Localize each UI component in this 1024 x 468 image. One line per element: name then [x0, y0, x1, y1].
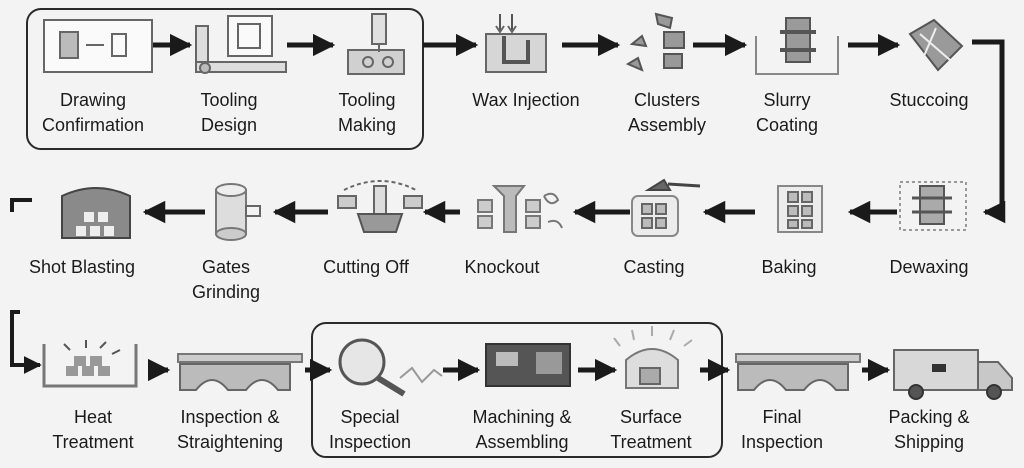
step-label-line: Machining & [472, 407, 572, 427]
step-label-4: Wax Injection [460, 88, 592, 113]
step-label-line: Tooling [338, 90, 396, 110]
step-label-18: Machining & Assembling [456, 405, 588, 455]
step-label-line: Stuccoing [889, 90, 969, 110]
arrow-14-15 [10, 310, 42, 374]
step-label-line: Clusters [633, 90, 700, 110]
step-label-line: Treatment [610, 432, 692, 452]
step-label-line: Final [762, 407, 802, 427]
furnace-icon [42, 340, 138, 388]
step-label-line: Slurry [763, 90, 811, 110]
step-label-11: Knockout [436, 255, 568, 280]
cluster-icon [625, 12, 685, 72]
step-label-line: Treatment [52, 432, 134, 452]
finishing-group-frame [311, 322, 723, 458]
step-label-line: Dewaxing [889, 257, 969, 277]
flow-arrows [10, 33, 1006, 382]
step-label-line: Gates [201, 257, 251, 277]
step-label-9: Baking [723, 255, 855, 280]
step-label-line: Cutting Off [323, 257, 409, 277]
polish-icon [613, 326, 693, 389]
truck-icon [893, 349, 1013, 400]
step-label-line: Assembling [475, 432, 569, 452]
step-label-line: Inspection & [180, 407, 280, 427]
step-label-line: Baking [761, 257, 817, 277]
step-label-line: Casting [623, 257, 685, 277]
step-label-line: Wax Injection [472, 90, 580, 110]
step-label-16: Inspection & Straightening [164, 405, 296, 455]
arrow-7-8-stub [10, 198, 32, 212]
injection-icon [485, 14, 547, 73]
step-label-line: Design [200, 115, 258, 135]
lathe-icon [485, 343, 571, 387]
step-label-8: Dewaxing [863, 255, 995, 280]
saw-icon [337, 180, 423, 233]
press-icon [735, 353, 861, 391]
step-label-7: Stuccoing [863, 88, 995, 113]
step-label-line: Grinding [191, 282, 261, 302]
step-label-line: Coating [755, 115, 819, 135]
step-label-line: Inspection [740, 432, 824, 452]
mold-icon [347, 13, 405, 75]
step-label-12: Cutting Off [300, 255, 432, 280]
dipping-icon [755, 17, 839, 75]
dewaxing-icon [899, 181, 967, 231]
step-label-line: Making [337, 115, 397, 135]
step-label-line: Shipping [893, 432, 965, 452]
drafting-icon [195, 15, 287, 74]
step-label-10: Casting [588, 255, 720, 280]
arrow-7-8 [972, 39, 1006, 224]
step-label-line: Drawing [59, 90, 127, 110]
step-label-line: Assembly [627, 115, 707, 135]
step-label-line: Shot Blasting [28, 257, 136, 277]
step-label-line: Surface [619, 407, 683, 427]
step-label-line: Packing & [888, 407, 970, 427]
oven-icon [777, 185, 823, 233]
magnifier-icon [338, 338, 443, 397]
step-label-line: Knockout [464, 257, 540, 277]
step-label-14: Shot Blasting [16, 255, 148, 280]
step-label-line: Straightening [176, 432, 284, 452]
knockout-icon [477, 185, 563, 233]
step-label-21: Packing & Shipping [863, 405, 995, 455]
blueprint-icon [43, 19, 153, 73]
blast-chamber-icon [61, 187, 131, 239]
step-label-line: Inspection [328, 432, 412, 452]
grinder-icon [215, 183, 261, 241]
step-label-line: Heat [73, 407, 113, 427]
step-label-line: Tooling [200, 90, 258, 110]
stucco-icon [908, 18, 964, 72]
ladle-icon [631, 178, 701, 237]
tooling-group-frame [26, 8, 424, 150]
step-label-line: Special [340, 407, 400, 427]
step-label-line: Confirmation [41, 115, 145, 135]
press-icon [177, 353, 303, 391]
